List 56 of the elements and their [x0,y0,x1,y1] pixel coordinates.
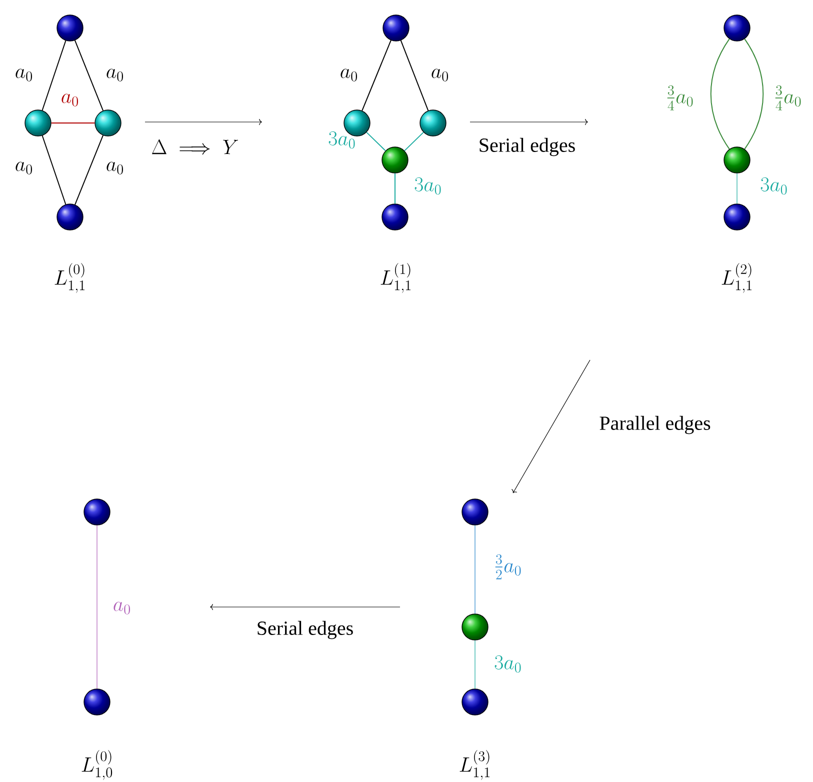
ball [462,498,488,526]
edge-line [400,40,429,112]
edge-label: $a_0$ [106,68,123,82]
edge-label: $a_0$ [106,162,123,174]
edge-line [404,132,424,152]
ball [84,498,110,526]
edge-line [394,172,396,204]
edge-label: $a_0$ [62,94,78,106]
edge-label: $a_0$ [16,68,32,82]
graph-name: $L_{1,1}^{(0)}$ [54,263,85,293]
ball [382,146,408,174]
graph-name: $L_{1,1}^{(3)}$ [460,750,490,780]
transformation-label: Serial edges [480,138,575,156]
edge-line [366,132,386,152]
ball [94,110,122,136]
graph-name: $L_{1,1}^{(2)}$ [722,263,752,293]
edge-label: $a_0$ [340,68,357,82]
edge-line [42,135,66,205]
edge-label: $a_0$ [16,162,32,174]
edge-line [362,40,392,112]
ball [56,204,84,230]
edge-line [50,122,96,124]
edge-label: $\frac{3}{2}a_0$ [495,554,521,580]
edge-label: $\frac{3}{4}a_0$ [775,85,801,110]
transformation-label: $\Delta \implies Y$ [152,139,238,155]
graph-name: $L_{1,1}^{(1)}$ [380,263,411,293]
edge-line [74,134,104,206]
edge-label: $a_0$ [432,68,448,82]
edge-label: $\frac{3}{4}a_0$ [667,85,693,110]
ball [462,614,488,640]
transformation-label: Serial edges [258,620,353,640]
edge-label: $3a_0$ [760,177,787,195]
edge-label: $3a_0$ [328,131,355,149]
edge-line [96,525,98,689]
transformation-label: Parallel edges [600,416,710,434]
ball [84,688,110,716]
ball [462,688,488,716]
edge-line [474,640,476,689]
edge-line [42,40,66,111]
ball [382,204,408,230]
ball [724,146,750,174]
edge-label: $3a_0$ [414,177,441,195]
edge-line [474,525,476,614]
graph-name: $L_{1,0}^{(0)}$ [82,750,112,780]
edge-line [736,173,738,204]
edge-line [74,40,104,112]
ball [724,204,750,230]
ball [382,14,410,42]
edge-label: $a_0$ [114,602,130,614]
ball [24,110,52,136]
ball [420,110,446,136]
ball [724,14,750,42]
edge-line [710,38,730,150]
edge-label: $3a_0$ [494,655,521,673]
ball [56,14,84,42]
edge-line [744,38,764,150]
